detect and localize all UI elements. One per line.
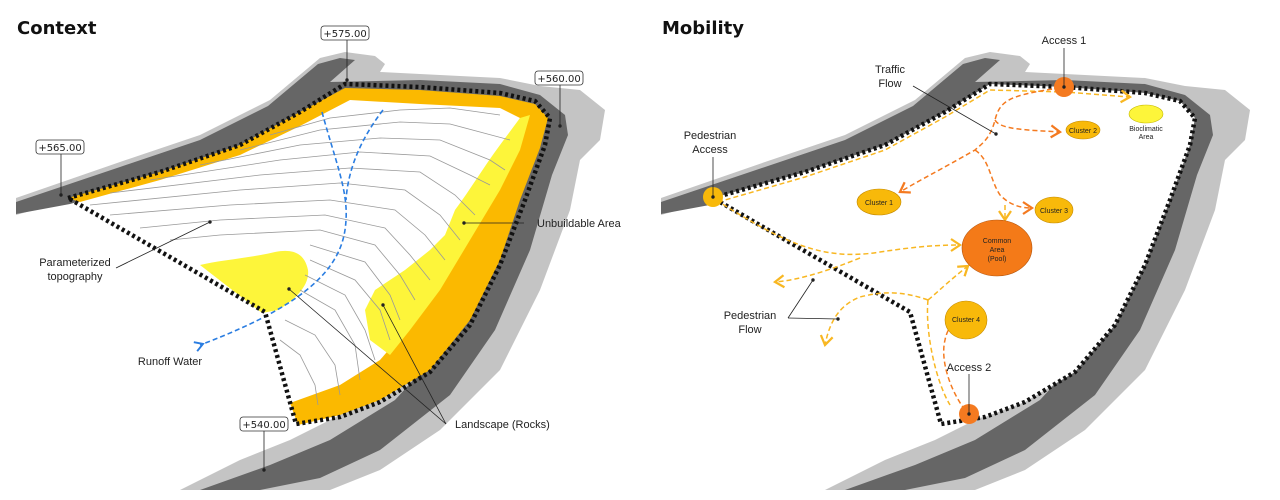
elevation-tag-560: +560.00 (534, 70, 584, 86)
leader-lines (711, 48, 1066, 416)
label-parameterized-topography-2: topography (47, 271, 103, 283)
cluster-1[interactable]: Cluster 1 (856, 188, 902, 216)
runoff-water-branch (345, 109, 384, 201)
elevation-tag-540: +540.00 (239, 416, 289, 432)
landscape-rocks-left (200, 250, 309, 313)
unbuildable-area (68, 88, 548, 425)
cluster-3[interactable]: Cluster 3 (1034, 196, 1074, 224)
landscape-rocks-right (365, 115, 530, 355)
svg-text:(Pool): (Pool) (988, 256, 1007, 263)
svg-text:Cluster 1: Cluster 1 (865, 200, 893, 207)
label-access-2: Access 2 (947, 362, 992, 374)
road (16, 58, 568, 490)
road (661, 58, 1213, 490)
svg-text:Cluster 4: Cluster 4 (952, 317, 980, 324)
label-parameterized-topography: Parameterized (39, 257, 111, 269)
label-pedestrian-flow: Pedestrian (724, 310, 777, 322)
svg-text:Bioclimatic: Bioclimatic (1129, 126, 1163, 133)
elevation-tag-575: +575.00 (320, 25, 370, 41)
context-panel: +575.00 +560.00 +565.00 +540.00 Paramete… (16, 25, 622, 490)
elevation-tag-565: +565.00 (35, 139, 85, 155)
svg-text:+540.00: +540.00 (242, 420, 285, 431)
leader-lines (59, 38, 562, 472)
label-landscape-rocks: Landscape (Rocks) (455, 419, 550, 431)
site-boundary (62, 81, 553, 427)
svg-text:Area: Area (990, 247, 1005, 254)
context-title: Context (17, 18, 97, 39)
common-area-pool[interactable]: Common Area (Pool) (961, 219, 1033, 277)
site-boundary (707, 81, 1198, 427)
mobility-title: Mobility (662, 18, 745, 39)
label-pedestrian-flow-2: Flow (738, 324, 761, 336)
svg-text:Cluster 3: Cluster 3 (1040, 208, 1068, 215)
site-interior (713, 84, 1195, 424)
label-traffic-flow-2: Flow (878, 78, 901, 90)
pedestrian-flow-paths (715, 199, 1012, 406)
svg-text:Cluster 2: Cluster 2 (1069, 128, 1097, 135)
label-unbuildable-area: Unbuildable Area (537, 218, 622, 230)
label-pedestrian-access: Pedestrian (684, 130, 737, 142)
label-access-1: Access 1 (1042, 35, 1087, 47)
svg-text:+575.00: +575.00 (323, 29, 366, 40)
topography-contours (89, 107, 511, 406)
svg-text:Common: Common (983, 238, 1012, 245)
cluster-2[interactable]: Cluster 2 (1065, 120, 1101, 140)
label-pedestrian-access-2: Access (692, 144, 728, 156)
label-traffic-flow: Traffic (875, 64, 905, 76)
svg-text:+560.00: +560.00 (537, 74, 580, 85)
svg-text:+565.00: +565.00 (38, 143, 81, 154)
label-runoff-water: Runoff Water (138, 356, 203, 368)
mobility-panel: Cluster 1 Cluster 2 Cluster 3 Cluster 4 … (661, 35, 1250, 490)
cluster-4[interactable]: Cluster 4 (944, 300, 988, 340)
svg-text:Area: Area (1139, 134, 1154, 141)
bioclimatic-area[interactable]: Bioclimatic Area (1128, 104, 1164, 141)
